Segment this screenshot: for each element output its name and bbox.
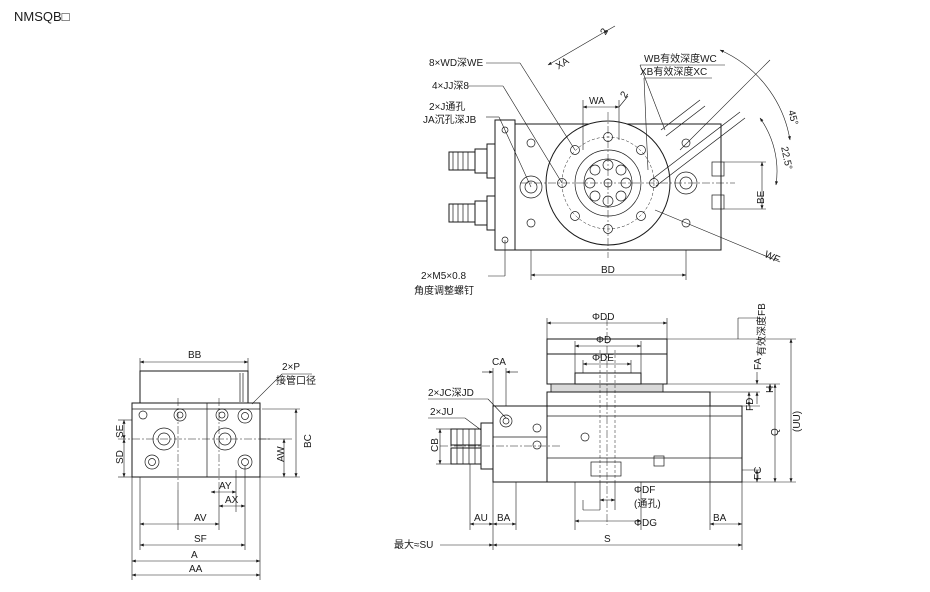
label-xa: XA bbox=[554, 56, 571, 73]
label-adjust-screw: 角度调整螺钉 bbox=[414, 284, 474, 297]
label-s: S bbox=[604, 534, 611, 545]
label-sd: SD bbox=[115, 450, 126, 464]
label-ba-right: BA bbox=[713, 513, 727, 524]
label-cb: CB bbox=[430, 438, 441, 452]
label-bb: BB bbox=[188, 350, 202, 361]
label-xb: XB有效深度XC bbox=[640, 65, 707, 78]
label-ay: AY bbox=[219, 481, 232, 492]
label-ca: CA bbox=[492, 357, 506, 368]
side-end-block bbox=[492, 405, 548, 483]
label-dg: ΦDG bbox=[634, 518, 657, 529]
adjust-screw-upper bbox=[448, 143, 496, 179]
label-d: ΦD bbox=[596, 335, 611, 346]
label-jj: 4×JJ深8 bbox=[432, 80, 469, 92]
label-aa: AA bbox=[189, 564, 203, 575]
label-ax: AX bbox=[225, 495, 239, 506]
label-m5: 2×M5×0.8 bbox=[421, 271, 466, 282]
label-p: 2×P bbox=[282, 362, 300, 373]
label-q: Q bbox=[770, 428, 781, 436]
label-bc: BC bbox=[303, 434, 314, 448]
label-j-through: 2×J通孔 bbox=[429, 101, 465, 113]
label-angle-22-5: 22.5° bbox=[778, 146, 794, 171]
label-av: AV bbox=[194, 513, 207, 524]
label-a: A bbox=[191, 550, 198, 561]
label-through-hole: (通孔) bbox=[634, 498, 661, 510]
label-angle-45: 45° bbox=[785, 109, 800, 126]
label-dd: ΦDD bbox=[592, 312, 614, 323]
end-view-body bbox=[131, 402, 261, 478]
label-be: BE bbox=[756, 190, 767, 204]
label-wa: WA bbox=[589, 96, 605, 107]
label-two-upper: 2 bbox=[599, 26, 612, 37]
label-bd: BD bbox=[601, 265, 615, 276]
side-view: ΦDD ΦD ΦDE 有效深度FB CA 2×JC深JD 2×JU CB FA … bbox=[394, 303, 803, 551]
label-su: 最大≈SU bbox=[394, 538, 433, 551]
label-wb: WB有效深度WC bbox=[644, 52, 717, 65]
label-sf: SF bbox=[194, 534, 207, 545]
label-se: SE bbox=[115, 424, 126, 438]
side-adjust-screws bbox=[450, 428, 482, 465]
end-view-table bbox=[139, 370, 249, 404]
model-title: NMSQB□ bbox=[14, 9, 70, 24]
adjust-screw-lower bbox=[448, 195, 496, 231]
label-aw: AW bbox=[276, 446, 287, 462]
label-jc: 2×JC深JD bbox=[428, 387, 474, 399]
label-df: ΦDF bbox=[634, 485, 655, 496]
label-h: H bbox=[765, 386, 776, 393]
label-au: AU bbox=[474, 513, 488, 524]
label-fa: FA bbox=[753, 357, 764, 370]
label-fc: FC bbox=[753, 467, 764, 480]
label-port-size: 接管口径 bbox=[276, 374, 316, 387]
label-wf: WF bbox=[763, 249, 782, 266]
label-j-counterbore: JA沉孔深JB bbox=[423, 113, 477, 126]
label-two-lower: 2 bbox=[619, 89, 632, 100]
top-view: 8×WD深WE 4×JJ深8 2×J通孔 JA沉孔深JB XA 2 WA 2 W… bbox=[414, 25, 800, 297]
side-body bbox=[546, 405, 743, 483]
end-view: BB 2×P 接管口径 SE SD AW BC AY AX AV SF A AA bbox=[115, 350, 316, 580]
label-ju: 2×JU bbox=[430, 407, 454, 418]
label-de: ΦDE bbox=[592, 353, 614, 364]
label-uu: (UU) bbox=[792, 411, 803, 432]
label-fd: FD bbox=[745, 398, 756, 411]
label-fb: 有效深度FB bbox=[755, 303, 768, 356]
label-wd: 8×WD深WE bbox=[429, 57, 484, 69]
label-ba-left: BA bbox=[497, 513, 511, 524]
